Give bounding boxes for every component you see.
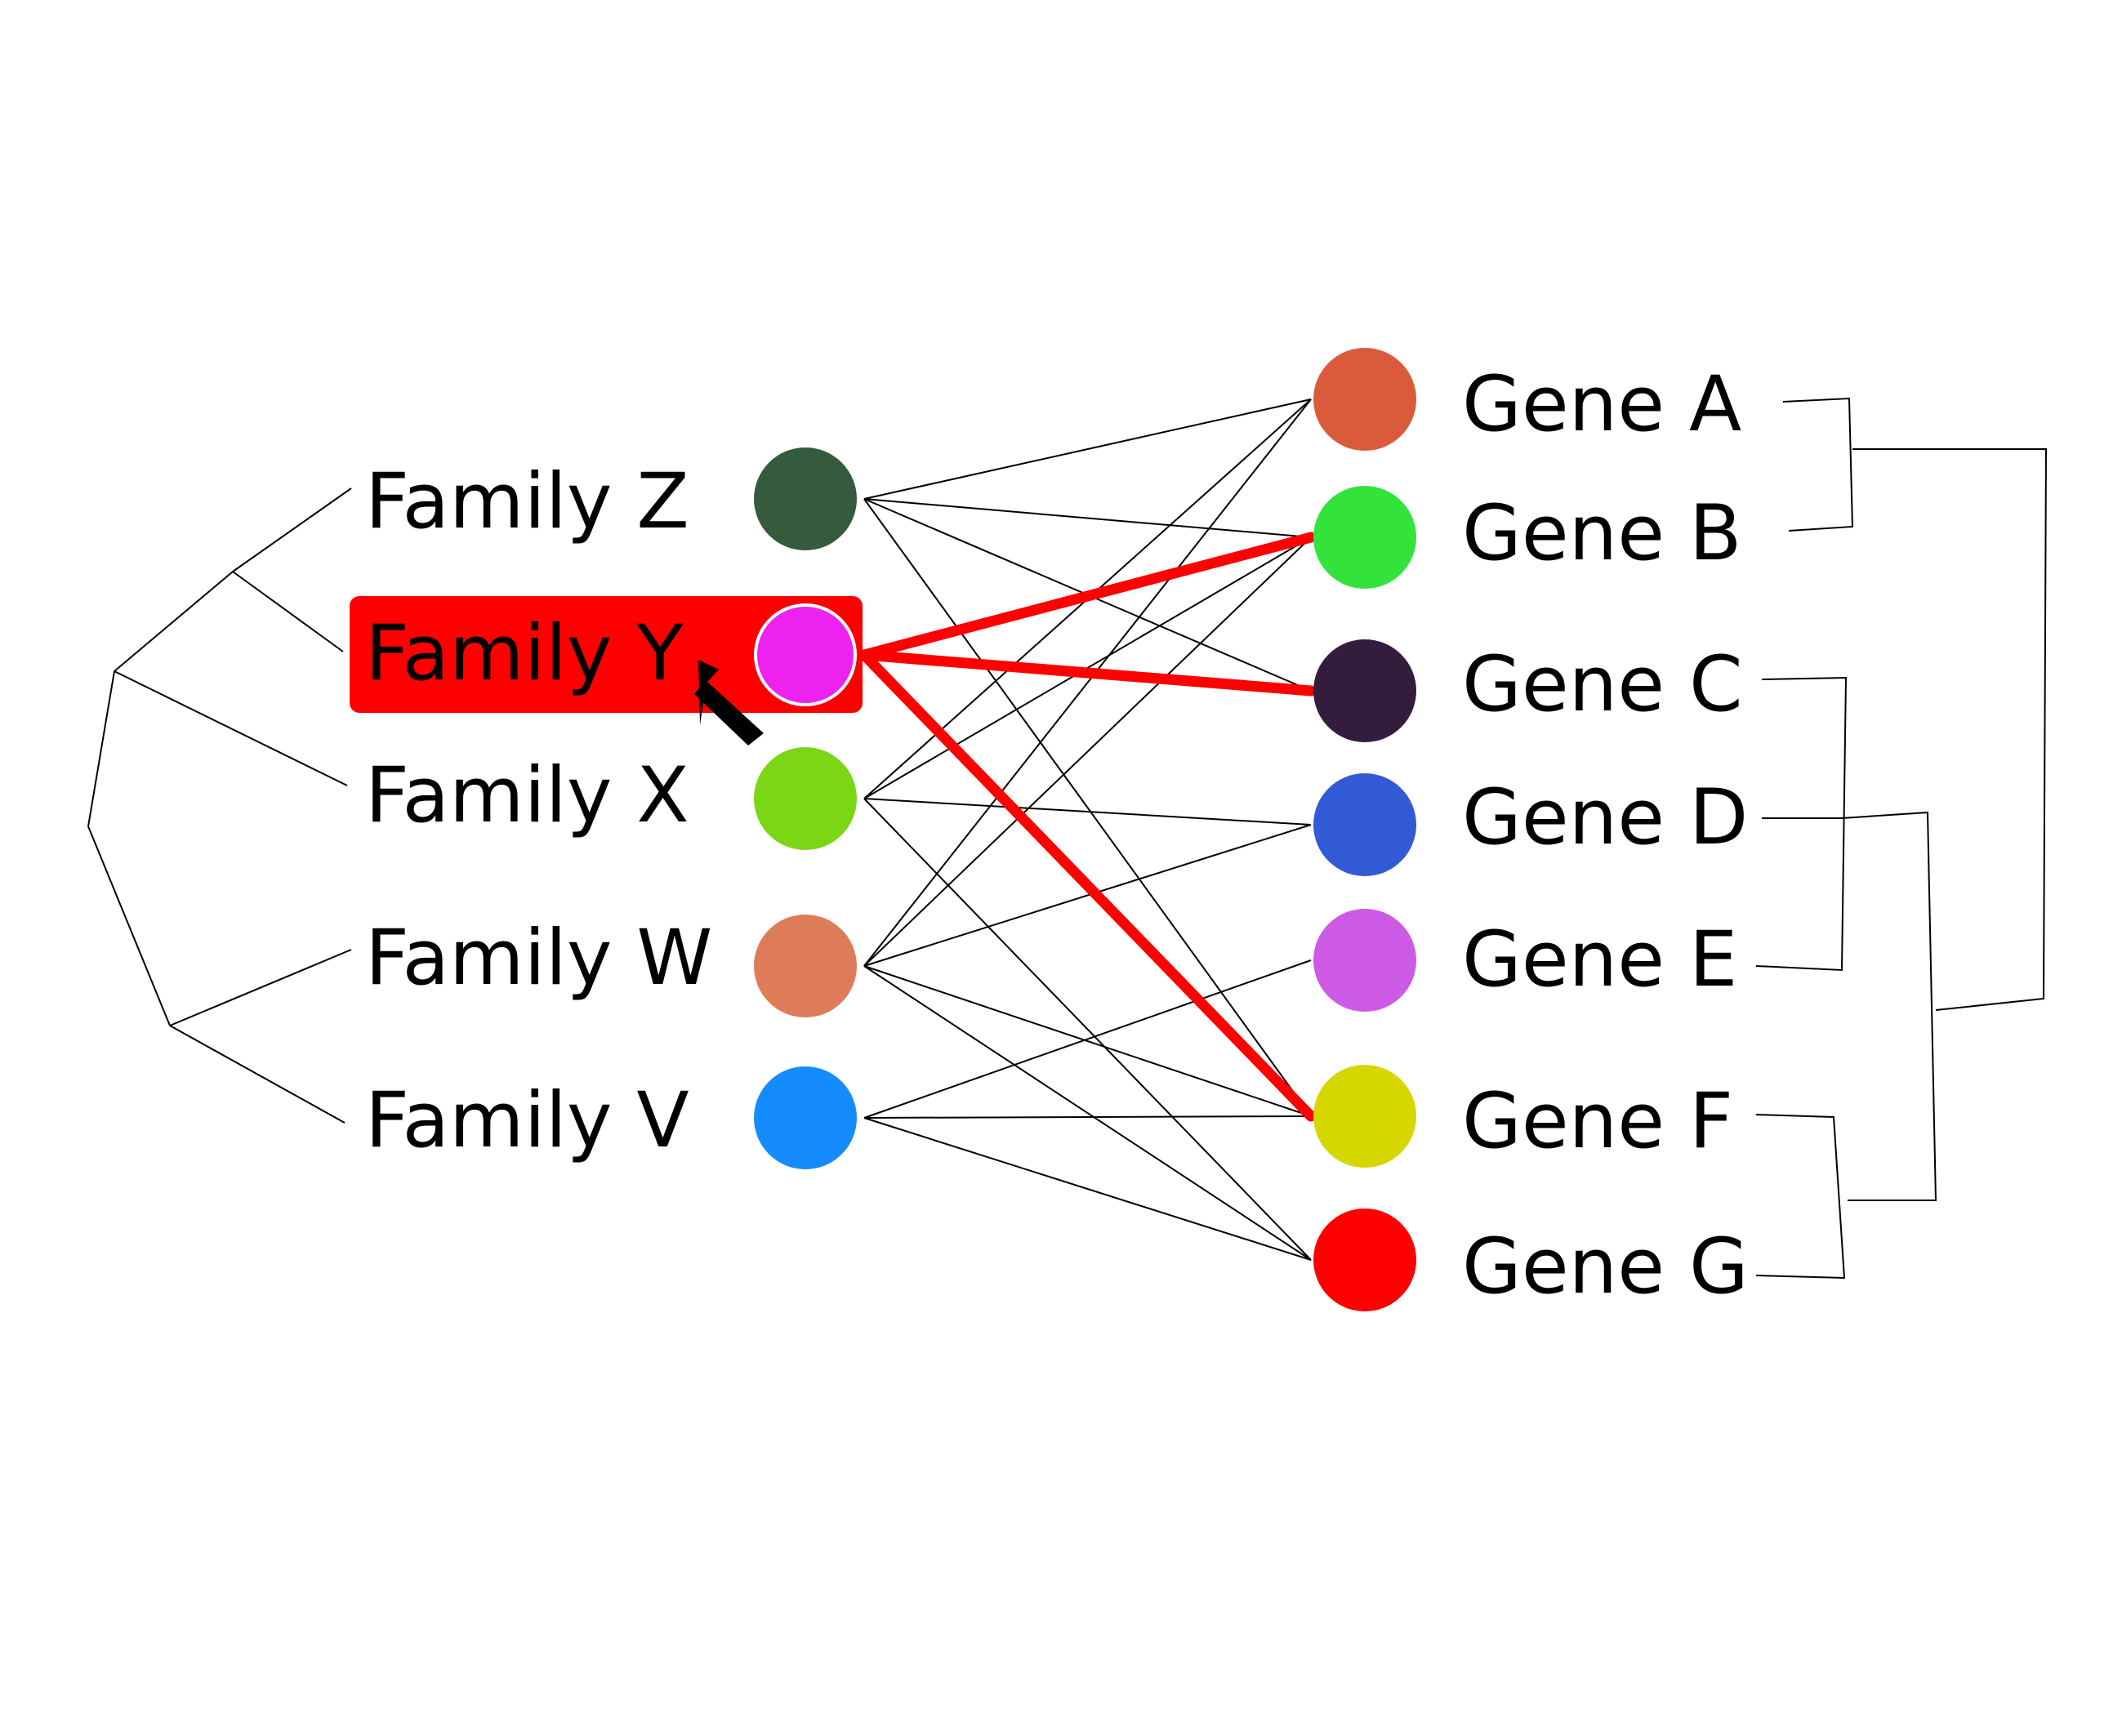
gene-dendrogram bbox=[1755, 397, 2048, 1280]
link-v-f bbox=[863, 1115, 1312, 1119]
link-w-a bbox=[863, 398, 1312, 967]
link-w-g bbox=[863, 965, 1312, 1261]
highlighted-link-y-f bbox=[858, 649, 1317, 1122]
family-dendrogram bbox=[87, 487, 352, 1124]
family-z-label: Family Z bbox=[365, 457, 689, 546]
gene-f-dot[interactable] bbox=[1313, 1065, 1416, 1168]
family-x-label: Family X bbox=[365, 751, 689, 840]
gene-b-dot[interactable] bbox=[1313, 486, 1416, 589]
family-node-x[interactable]: Family X bbox=[365, 747, 857, 850]
link-x-d bbox=[863, 798, 1312, 826]
gene-node-a[interactable]: Gene A bbox=[1313, 348, 1741, 451]
family-w-label: Family W bbox=[365, 914, 712, 1003]
family-y-selection-highlight bbox=[350, 596, 863, 713]
gene-e-dot[interactable] bbox=[1313, 909, 1416, 1012]
family-y-dot[interactable] bbox=[754, 603, 857, 706]
gene-c-label: Gene C bbox=[1462, 640, 1743, 729]
link-v-e bbox=[863, 959, 1312, 1119]
link-v-g bbox=[863, 1117, 1312, 1261]
link-w-d bbox=[863, 824, 1312, 967]
family-node-v[interactable]: Family V bbox=[365, 1066, 857, 1169]
link-z-f bbox=[863, 498, 1312, 1117]
gene-f-label: Gene F bbox=[1462, 1077, 1733, 1166]
gene-a-label: Gene A bbox=[1462, 360, 1741, 449]
link-lines bbox=[863, 398, 1312, 1261]
family-node-y[interactable]: Family Y bbox=[365, 603, 857, 706]
gene-g-label: Gene G bbox=[1462, 1222, 1749, 1311]
gene-node-c[interactable]: Gene C bbox=[1313, 639, 1743, 742]
gene-e-label: Gene E bbox=[1462, 915, 1737, 1004]
family-z-dot[interactable] bbox=[754, 447, 857, 550]
highlighted-link-lines bbox=[858, 532, 1317, 1122]
highlighted-link-y-b bbox=[858, 532, 1317, 661]
gene-d-label: Gene D bbox=[1462, 773, 1748, 862]
gene-node-d[interactable]: Gene D bbox=[1313, 773, 1748, 876]
family-v-dot[interactable] bbox=[754, 1066, 857, 1169]
family-x-dot[interactable] bbox=[754, 747, 857, 850]
link-w-f bbox=[863, 965, 1312, 1117]
link-w-b bbox=[863, 536, 1312, 967]
gene-g-dot[interactable] bbox=[1313, 1209, 1416, 1311]
arrow-pointer-icon bbox=[694, 660, 764, 746]
gene-node-b[interactable]: Gene B bbox=[1313, 486, 1741, 589]
family-node-z[interactable]: Family Z bbox=[365, 447, 857, 550]
gene-node-e[interactable]: Gene E bbox=[1313, 909, 1737, 1012]
family-y-label: Family Y bbox=[365, 609, 684, 698]
highlighted-link-y-c bbox=[858, 649, 1317, 697]
gene-node-f[interactable]: Gene F bbox=[1313, 1065, 1733, 1168]
family-w-dot[interactable] bbox=[754, 915, 857, 1017]
gene-b-label: Gene B bbox=[1462, 489, 1741, 578]
gene-d-dot[interactable] bbox=[1313, 773, 1416, 876]
gene-node-g[interactable]: Gene G bbox=[1313, 1209, 1749, 1311]
link-z-b bbox=[863, 498, 1312, 538]
gene-a-dot[interactable] bbox=[1313, 348, 1416, 451]
family-v-label: Family V bbox=[365, 1076, 689, 1165]
gene-c-dot[interactable] bbox=[1313, 639, 1416, 742]
link-z-a bbox=[863, 398, 1312, 500]
family-node-w[interactable]: Family W bbox=[365, 914, 857, 1017]
link-x-g bbox=[863, 798, 1312, 1261]
